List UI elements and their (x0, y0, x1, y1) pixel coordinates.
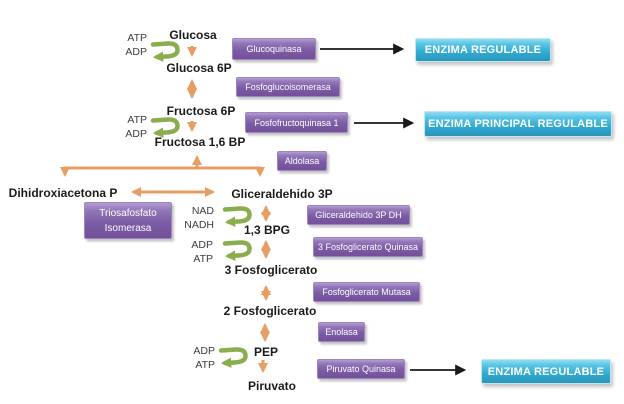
enzyme-box-glucoquinasa: Glucoquinasa (232, 38, 316, 60)
metabolite-pep: PEP (253, 345, 279, 359)
pathway-arrow-branch-split (59, 166, 266, 178)
enzyme-box-line-2: Isomerasa (104, 222, 152, 234)
cofactor-pair-atp-adp-2: ATP ADP (117, 114, 147, 141)
enzyme-box-enolasa: Enolasa (318, 322, 365, 342)
metabolite-3-fosfoglicerato: 3 Fosfoglicerato (224, 263, 318, 277)
enzyme-box-3-fosfoglicerato-quinasa: 3 Fosfoglicerato Quinasa (313, 237, 423, 257)
enzyme-box-piruvato-quinasa: Piruvato Quinasa (317, 359, 405, 379)
cofactor-top-label: ATP (127, 114, 147, 126)
metabolite-13-bpg: 1,3 BPG (243, 223, 291, 237)
enzyme-box-fosfoglicerato-mutasa: Fosfoglicerato Mutasa (313, 282, 420, 302)
enzyme-box-line-1: Triosafosfato (99, 207, 157, 219)
cofactor-bottom-label: ATP (195, 358, 215, 371)
enzyme-box-fosfofructoquinasa-1: Fosfofructoquinasa 1 (245, 112, 348, 133)
cofactor-pair-adp-atp-1: ADP ATP (183, 239, 213, 266)
metabolite-dihidroxiacetona: Dihidroxiacetona P (8, 186, 118, 200)
cofactor-pair-nad-nadh: NAD NADH (184, 205, 214, 232)
cofactor-bottom-label: NADH (184, 218, 214, 231)
enzyme-box-aldolasa: Aldolasa (277, 151, 327, 171)
enzyme-box-gliceraldehido-3p-dh: Gliceraldehido 3P DH (307, 205, 410, 225)
metabolite-fructosa-16bp: Fructosa 1,6 BP (154, 135, 246, 149)
cofactor-top-label: ADP (193, 345, 215, 357)
metabolite-fructosa-6p: Fructosa 6P (166, 104, 236, 118)
cofactor-curved-arrow-adp-atp-1 (222, 240, 252, 261)
cofactor-top-label: NAD (191, 205, 214, 217)
cofactor-bottom-label: ADP (125, 45, 147, 58)
cofactor-curved-arrow-nad-nadh (222, 206, 252, 227)
cofactor-bottom-label: ATP (193, 252, 213, 265)
cofactor-pair-adp-atp-2: ADP ATP (185, 345, 215, 372)
metabolite-piruvato: Piruvato (247, 379, 297, 393)
metabolite-gliceraldehido-3p: Gliceraldehido 3P (231, 187, 333, 201)
enzyme-box-triosafosfato-isomerasa: Triosafosfato Isomerasa (84, 202, 172, 239)
cofactor-curved-arrow-adp-atp-2 (218, 347, 248, 368)
cofactor-top-label: ADP (191, 239, 213, 251)
regulated-enzyme-box-3: ENZIMA REGULABLE (481, 359, 611, 384)
cofactor-pair-atp-adp-1: ATP ADP (117, 32, 147, 59)
cofactor-bottom-label: ADP (125, 127, 147, 140)
metabolite-2-fosfoglicerato: 2 Fosfoglicerato (223, 304, 317, 318)
enzyme-box-fosfoglucoisomerasa: Fosfoglucoisomerasa (236, 77, 340, 97)
regulated-enzyme-box-2: ENZIMA PRINCIPAL REGULABLE (424, 111, 612, 137)
regulated-enzyme-box-1: ENZIMA REGULABLE (415, 38, 551, 62)
cofactor-curved-arrow-atp-adp-1 (150, 41, 180, 62)
cofactor-top-label: ATP (127, 32, 147, 44)
cofactor-curved-arrow-atp-adp-2 (150, 117, 180, 138)
metabolite-glucosa: Glucosa (169, 28, 217, 42)
metabolite-glucosa-6p: Glucosa 6P (166, 61, 232, 75)
